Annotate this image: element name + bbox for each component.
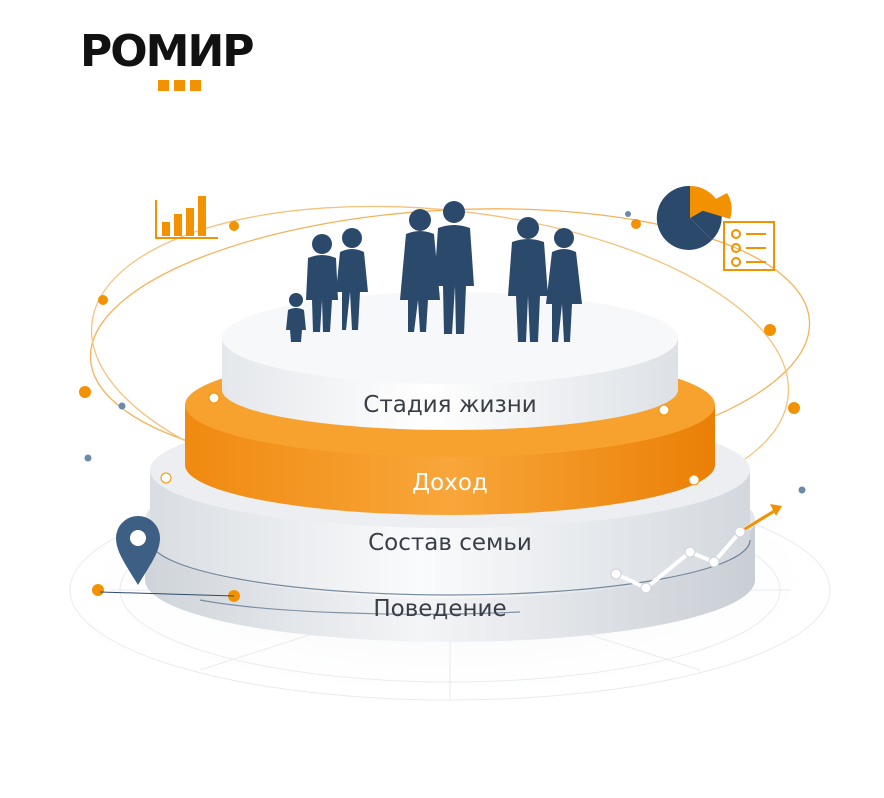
checklist-icon — [724, 222, 774, 270]
tier-label-behavior: Поведение — [290, 596, 590, 622]
tier-label-life-stage: Стадия жизни — [300, 392, 600, 418]
pie-chart-icon — [657, 186, 732, 250]
bar-chart-icon — [156, 196, 218, 238]
tier-label-income: Доход — [300, 470, 600, 496]
tier-label-family: Состав семьи — [300, 530, 600, 556]
